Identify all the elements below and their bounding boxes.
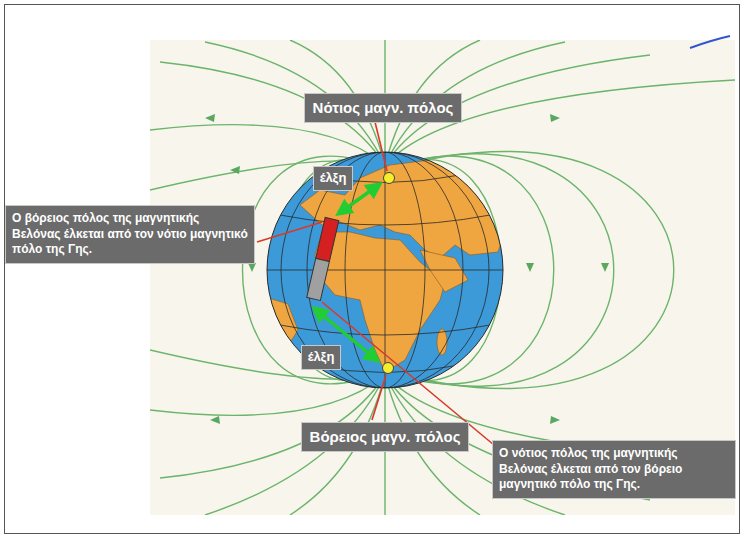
leader-lines xyxy=(257,122,494,445)
callout-box: Ο νότιος πόλος της μαγνητικής Βελόνας έλ… xyxy=(492,440,736,499)
label-text: Ο βόρειος πόλος της μαγνητικής Βελόνας έ… xyxy=(12,211,248,258)
attraction-arrows xyxy=(314,184,380,361)
pole-dot xyxy=(384,173,395,184)
label-text: έλξη xyxy=(320,170,347,187)
label-text: έλξη xyxy=(308,349,335,366)
pole-label: Βόρειος μαγν. πόλος xyxy=(301,422,470,452)
field-lines xyxy=(150,40,735,515)
picture-ground xyxy=(150,40,735,515)
magnetic-needle xyxy=(307,217,339,300)
pole-dot xyxy=(383,363,394,374)
blue-stroke xyxy=(690,36,730,48)
field-arrows xyxy=(205,114,609,424)
label-text: Ο νότιος πόλος της μαγνητικής Βελόνας έλ… xyxy=(499,446,729,493)
frame xyxy=(5,5,740,534)
label-text: Βόρειος μαγν. πόλος xyxy=(310,427,461,447)
label-text: Νότιος μαγν. πόλος xyxy=(313,98,454,118)
attraction-label: έλξη xyxy=(313,166,354,191)
callout-box: Ο βόρειος πόλος της μαγνητικής Βελόνας έ… xyxy=(5,205,255,264)
pole-label: Νότιος μαγν. πόλος xyxy=(304,93,463,123)
attraction-label: έλξη xyxy=(301,345,342,370)
